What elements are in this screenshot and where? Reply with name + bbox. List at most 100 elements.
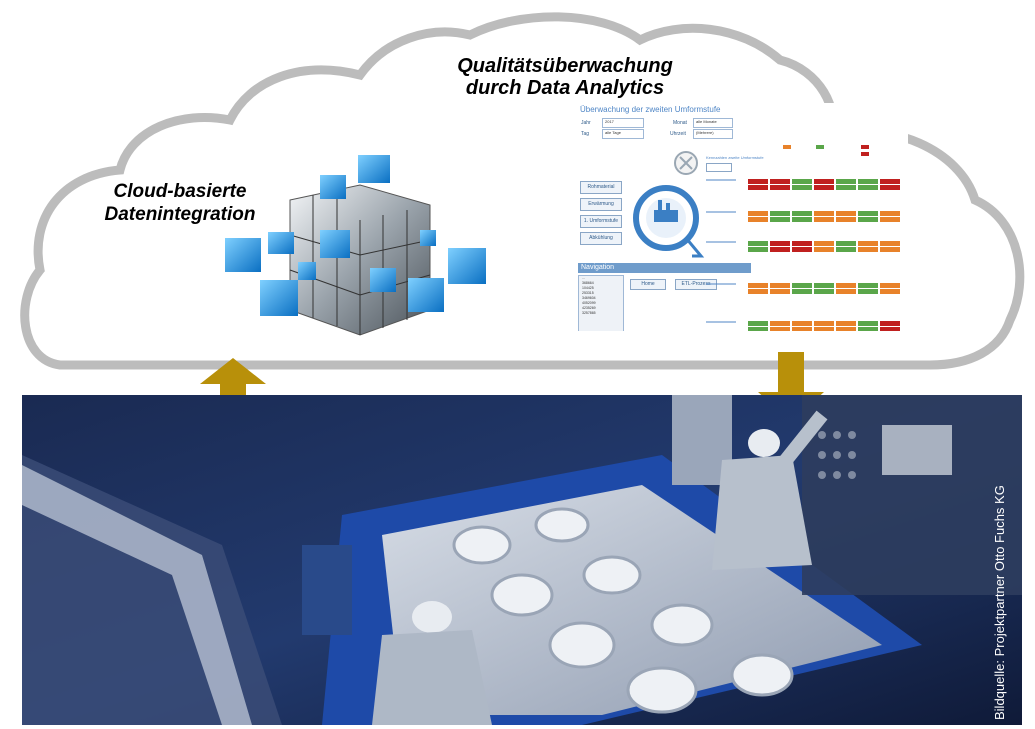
kpi-cell xyxy=(858,321,878,326)
list-item[interactable]: 4052099 xyxy=(582,301,596,305)
kpi-cell xyxy=(814,321,834,326)
kpi-cell xyxy=(792,241,812,246)
kpi-cell xyxy=(792,327,812,331)
kpi-cell xyxy=(814,185,834,190)
kpi-row-label xyxy=(706,321,736,323)
legend-darkred-swatch xyxy=(861,152,869,156)
kpi-cell xyxy=(770,321,790,326)
kpi-cell xyxy=(792,217,812,222)
filter-label-monat: Monat xyxy=(673,120,687,126)
kpi-cell xyxy=(858,217,878,222)
legend-green-swatch xyxy=(816,145,824,149)
kpi-cell xyxy=(748,211,768,216)
dashboard-title: Überwachung der zweiten Umformstufe xyxy=(580,105,721,114)
kpi-row-label xyxy=(706,179,736,181)
kpi-cell xyxy=(836,247,856,252)
kpi-cell xyxy=(836,241,856,246)
list-item[interactable]: 368664 xyxy=(582,281,594,285)
kpi-cell xyxy=(836,283,856,288)
kpi-cell xyxy=(748,185,768,190)
list-item[interactable]: 104425 xyxy=(582,286,594,290)
kpi-cell xyxy=(748,289,768,294)
filter-monat[interactable]: alle Monate xyxy=(693,118,733,128)
cloud-left-label: Cloud-basierte Datenintegration xyxy=(70,180,290,226)
kpi-cell xyxy=(858,289,878,294)
kpi-cell xyxy=(814,241,834,246)
data-cube-illustration xyxy=(225,155,486,336)
filter-jahr[interactable]: 2017 xyxy=(602,118,644,128)
side-button-erwaermung[interactable]: Erwärmung xyxy=(580,198,622,211)
gear-logo-icon xyxy=(633,151,705,258)
kpi-cell xyxy=(748,283,768,288)
navigation-list[interactable]: ... 368664 104425 253315 3469604 4052099… xyxy=(578,275,624,331)
kpi-cell xyxy=(880,241,900,246)
kpi-cell xyxy=(858,283,878,288)
navigation-bar: Navigation xyxy=(578,263,751,273)
kpi-cell xyxy=(858,327,878,331)
filter-tag[interactable]: alle Tage xyxy=(602,129,644,139)
filter-value-jahr: 2017 xyxy=(605,119,614,124)
kpi-row-label xyxy=(706,283,736,285)
kpi-cell xyxy=(792,321,812,326)
kpi-row-label xyxy=(706,211,736,213)
kpi-cell xyxy=(770,217,790,222)
kpi-cell xyxy=(880,327,900,331)
kpi-cell xyxy=(770,241,790,246)
kpi-cell xyxy=(792,247,812,252)
kpi-cell xyxy=(792,185,812,190)
kpi-cell xyxy=(770,247,790,252)
list-item[interactable]: 4235269 xyxy=(582,306,596,310)
kpi-cell xyxy=(880,211,900,216)
home-button[interactable]: Home xyxy=(630,279,666,290)
factory-photo xyxy=(22,395,1022,725)
filter-uhrzeit[interactable]: (Mehrere) xyxy=(693,129,733,139)
side-button-abkuehlung[interactable]: Abkühlung xyxy=(580,232,622,245)
list-item[interactable]: 3257865 xyxy=(582,311,596,315)
kpi-cell xyxy=(814,327,834,331)
kpi-cell xyxy=(880,321,900,326)
cloud-title-line1: Qualitätsüberwachung xyxy=(457,55,673,77)
kpi-cell xyxy=(858,241,878,246)
kpi-cell xyxy=(748,241,768,246)
kpi-cell xyxy=(814,211,834,216)
kpi-cell xyxy=(770,179,790,184)
kpi-cell xyxy=(770,211,790,216)
kpi-cell xyxy=(814,179,834,184)
upload-arrow-icon xyxy=(200,358,266,426)
cloud-left-line1: Cloud-basierte xyxy=(113,181,247,202)
list-item[interactable]: 3469604 xyxy=(582,296,596,300)
photo-credit: Bildquelle: Projektpartner Otto Fuchs KG xyxy=(992,485,1007,720)
kpi-panel-button[interactable] xyxy=(706,163,732,172)
cloud-title-line2: durch Data Analytics xyxy=(465,77,665,99)
kpi-cell xyxy=(858,185,878,190)
kpi-panel-header: Kennzahlen zweite Umformstufe xyxy=(706,155,764,160)
kpi-cell xyxy=(836,217,856,222)
cloud-left-line2: Datenintegration xyxy=(104,204,256,225)
kpi-cell xyxy=(748,327,768,331)
side-button-rohmaterial[interactable]: Rohmaterial xyxy=(580,181,622,194)
kpi-cell xyxy=(748,217,768,222)
filter-label-tag: Tag xyxy=(581,131,590,137)
kpi-cell xyxy=(770,283,790,288)
kpi-cell xyxy=(880,247,900,252)
kpi-cell xyxy=(814,217,834,222)
kpi-cell xyxy=(792,211,812,216)
kpi-cell xyxy=(880,289,900,294)
kpi-cell xyxy=(814,283,834,288)
kpi-cell xyxy=(792,289,812,294)
kpi-cell xyxy=(880,217,900,222)
kpi-cell xyxy=(770,289,790,294)
kpi-cell xyxy=(792,179,812,184)
legend-red-swatch xyxy=(861,145,869,149)
cloud-title: Qualitätsüberwachung durch Data Analytic… xyxy=(430,55,700,99)
kpi-cell xyxy=(836,211,856,216)
dashboard-screenshot: Überwachung der zweiten Umformstufe Jahr… xyxy=(578,103,908,331)
filter-label-jahr: Jahr xyxy=(581,120,591,126)
kpi-cell xyxy=(748,179,768,184)
kpi-cell xyxy=(814,247,834,252)
side-button-umformstufe[interactable]: 1. Umformstufe xyxy=(580,215,622,228)
list-item[interactable]: 253315 xyxy=(582,291,594,295)
kpi-cell xyxy=(880,185,900,190)
list-item[interactable]: ... xyxy=(582,276,585,280)
kpi-cell xyxy=(836,321,856,326)
